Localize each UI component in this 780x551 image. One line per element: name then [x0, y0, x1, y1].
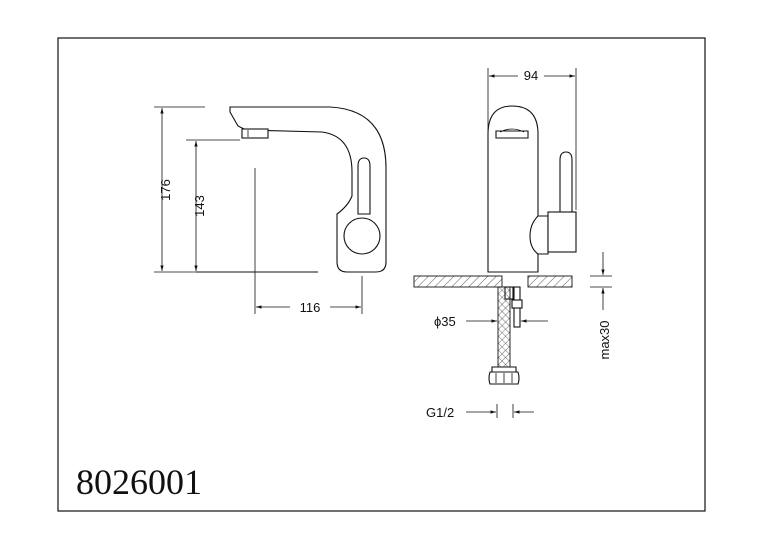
hose-fitting [491, 366, 517, 373]
dimension-total-height: 176 [154, 106, 205, 273]
countertop-section-left [413, 275, 503, 288]
dimension-body-width: 94 [487, 66, 577, 210]
drawing-frame [57, 37, 706, 512]
handle-knob [343, 217, 381, 255]
dimension-hole-diameter: ϕ35 [434, 314, 548, 329]
dimension-thread: G1/2 [426, 404, 534, 420]
max-thickness-label: max30 [597, 320, 612, 359]
body-width-label: 94 [524, 68, 538, 83]
aerator-front [495, 130, 529, 139]
supply-hose [497, 286, 511, 368]
thread-label: G1/2 [426, 405, 454, 420]
spout-reach-label: 116 [300, 300, 321, 315]
dimension-spout-reach: 116 [254, 168, 363, 315]
faucet-front-view [413, 105, 577, 385]
dimension-max-thickness: max30 [590, 252, 612, 360]
spout-height-label: 143 [192, 195, 207, 217]
lever-handle [357, 157, 371, 215]
total-height-label: 176 [158, 179, 173, 201]
lever-hub [529, 215, 549, 255]
aerator [241, 128, 269, 139]
product-code: 8026001 [76, 462, 202, 502]
faucet-body-front [487, 105, 539, 273]
hole-diameter-label: ϕ35 [434, 314, 456, 329]
countertop-section-right [527, 275, 573, 288]
rod-nut [511, 299, 523, 309]
handle-cap [547, 211, 577, 253]
dimension-spout-height: 143 [186, 139, 240, 271]
lever-handle-front [559, 151, 573, 213]
faucet-side-view [196, 106, 387, 273]
